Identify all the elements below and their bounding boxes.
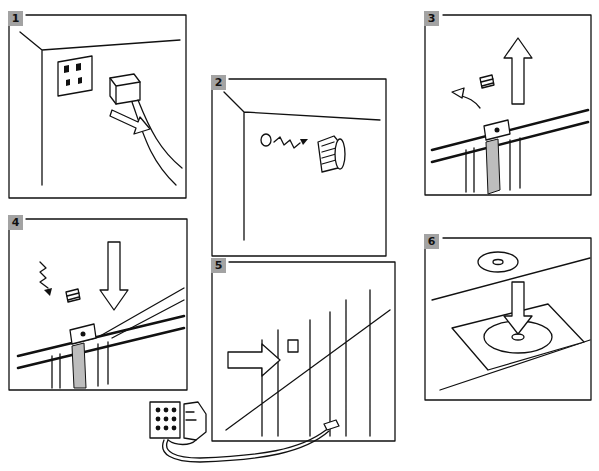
step-number: 1 xyxy=(8,11,23,26)
keypad-illustration xyxy=(150,402,206,445)
disc-insertion-illustration xyxy=(432,252,590,390)
step-number: 2 xyxy=(211,75,226,90)
step-panel: 1 xyxy=(8,8,188,200)
step-panel: 6 xyxy=(424,231,593,402)
step-number: 6 xyxy=(424,234,439,249)
step-number: 5 xyxy=(211,258,226,273)
step-panel: 4 xyxy=(8,212,189,392)
screw-removal-illustration xyxy=(224,92,380,240)
slot-cover-removal-illustration xyxy=(432,38,588,194)
cable-connection-illustration xyxy=(163,290,390,462)
card-insertion-illustration xyxy=(18,242,184,388)
step-panel: 2 xyxy=(211,72,388,258)
unplug-illustration xyxy=(20,32,182,185)
step-number: 4 xyxy=(8,215,23,230)
panel-frames xyxy=(9,15,591,441)
step-panel: 5 xyxy=(211,255,397,443)
step-number: 3 xyxy=(424,11,439,26)
step-panel: 3 xyxy=(424,8,593,197)
